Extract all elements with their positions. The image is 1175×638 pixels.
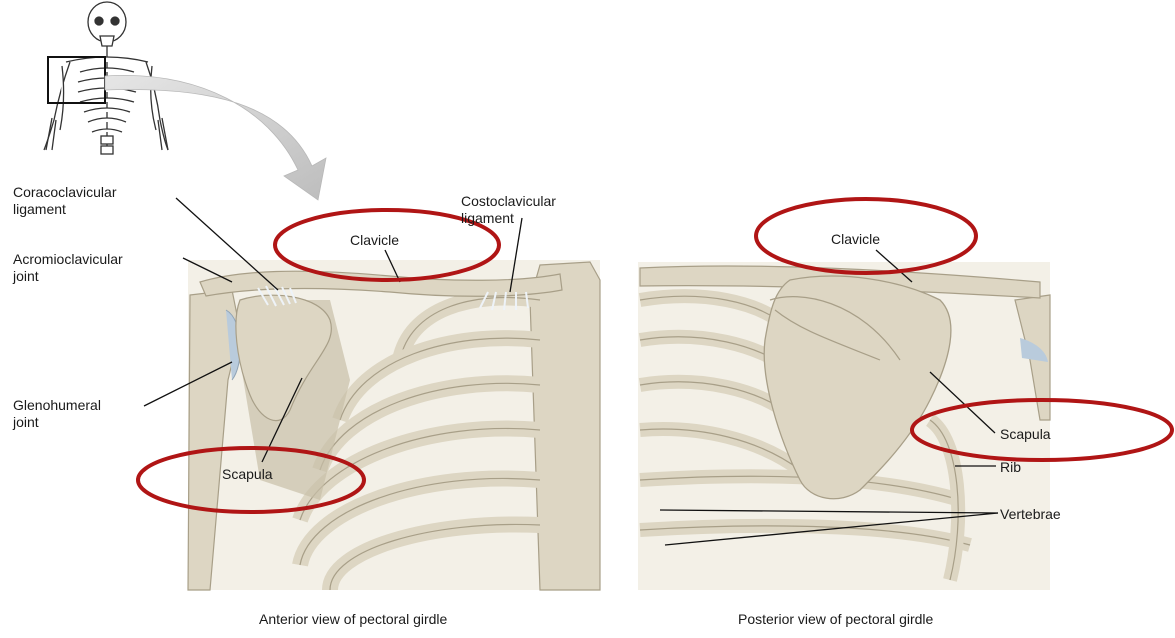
label-scapula-posterior: Scapula — [1000, 426, 1051, 443]
label-acromioclavicular-joint: Acromioclavicular joint — [13, 251, 123, 285]
label-coracoclavicular-ligament: Coracoclavicular ligament — [13, 184, 116, 218]
zoom-arrow — [105, 75, 326, 200]
label-scapula-anterior: Scapula — [222, 466, 273, 483]
label-rib: Rib — [1000, 459, 1021, 476]
label-clavicle-posterior: Clavicle — [831, 231, 880, 248]
caption-anterior-view: Anterior view of pectoral girdle — [259, 611, 447, 627]
label-costoclavicular-ligament: Costoclavicular ligament — [461, 193, 556, 227]
label-clavicle-anterior: Clavicle — [350, 232, 399, 249]
label-vertebrae: Vertebrae — [1000, 506, 1061, 523]
caption-posterior-view: Posterior view of pectoral girdle — [738, 611, 933, 627]
label-glenohumeral-joint: Glenohumeral joint — [13, 397, 101, 431]
anterior-view-panel — [188, 260, 600, 590]
